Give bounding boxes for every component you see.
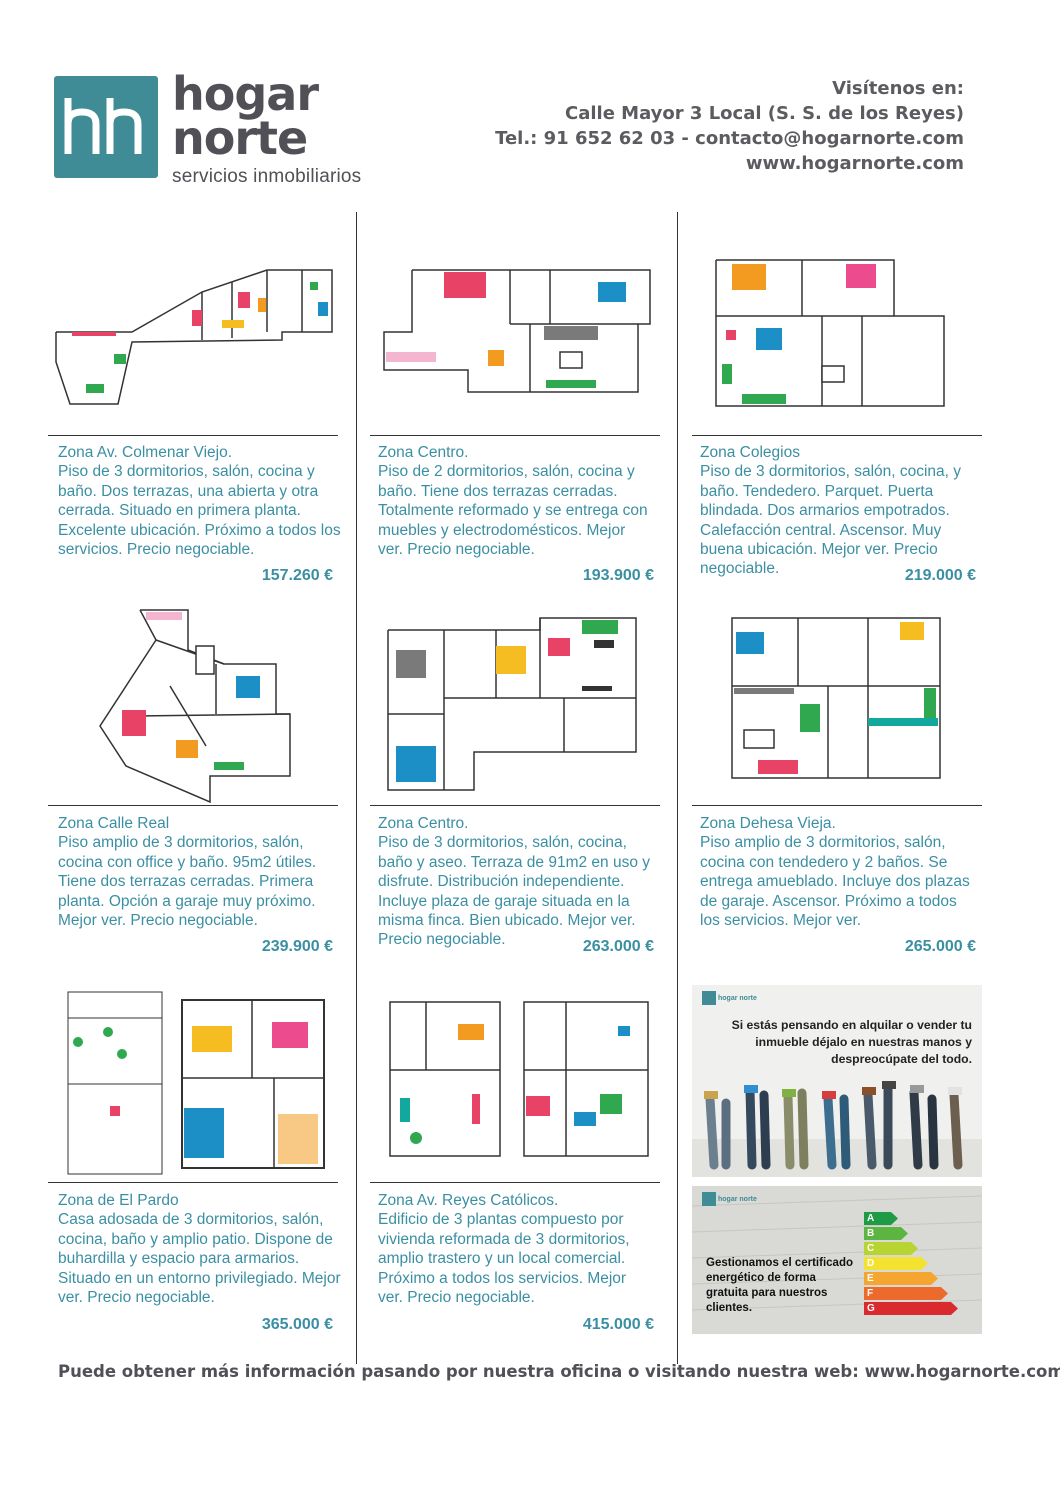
listing-zone: Zona de El Pardo: [58, 1192, 179, 1209]
column-divider-1: [356, 212, 357, 1364]
energy-grade-c: C: [864, 1242, 918, 1255]
rental-ad-banner[interactable]: hogar norte Si estás pensando en alquila…: [692, 985, 982, 1177]
listing-zone: Zona Centro.: [378, 815, 469, 832]
listing-5-description: Zona Centro. Piso de 3 dormitorios, saló…: [378, 814, 650, 950]
column-divider-2: [677, 212, 678, 1364]
row-divider: [48, 1182, 338, 1183]
energy-grade-a: A: [864, 1212, 898, 1225]
address: Calle Mayor 3 Local (S. S. de los Reyes): [565, 103, 964, 124]
listing-8-description: Zona Av. Reyes Católicos. Edificio de 3 …: [378, 1191, 650, 1307]
listing-2-description: Zona Centro. Piso de 2 dormitorios, saló…: [378, 443, 650, 559]
energy-ad-text: Gestionamos el certificado energético de…: [706, 1257, 853, 1314]
listing-7-price: 365.000 €: [261, 1316, 333, 1333]
ad-logo: hogar norte: [702, 1192, 757, 1206]
listing-text: Piso de 3 dormitorios, salón, cocina y b…: [58, 463, 341, 559]
listing-text: Piso de 3 dormitorios, salón, cocina, ba…: [378, 834, 650, 949]
listing-5-price: 263.000 €: [582, 938, 654, 955]
floorplan-image[interactable]: [386, 998, 652, 1164]
listing-zone: Zona Centro.: [378, 444, 469, 461]
listing-zone: Zona Colegios: [700, 444, 800, 461]
floorplan-image[interactable]: [384, 614, 640, 794]
listing-3-price: 219.000 €: [904, 567, 976, 584]
listing-zone: Zona Av. Reyes Católicos.: [378, 1192, 559, 1209]
energy-grade-g: G: [864, 1302, 958, 1315]
listing-text: Piso de 3 dormitorios, salón, cocina, y …: [700, 463, 962, 578]
hn-monogram-icon: [64, 98, 142, 154]
row-divider: [48, 435, 338, 436]
floorplan-image[interactable]: [380, 266, 655, 396]
listing-zone: Zona Dehesa Vieja.: [700, 815, 836, 832]
phone-email[interactable]: Tel.: 91 652 62 03 - contacto@hogarnorte…: [495, 128, 964, 149]
floorplan-image[interactable]: [96, 606, 296, 804]
listing-text: Piso de 2 dormitorios, salón, cocina y b…: [378, 463, 648, 559]
listing-4-description: Zona Calle Real Piso amplio de 3 dormito…: [58, 814, 343, 930]
listing-text: Piso amplio de 3 dormitorios, salón, coc…: [700, 834, 970, 930]
visit-label: Visítenos en:: [832, 78, 964, 99]
listing-7-description: Zona de El Pardo Casa adosada de 3 dormi…: [58, 1191, 343, 1307]
energy-grade-f: F: [864, 1287, 948, 1300]
wood-floor-background: [692, 1195, 982, 1311]
listing-6-price: 265.000 €: [904, 938, 976, 955]
website-link[interactable]: www.hogarnorte.com: [745, 153, 964, 174]
floorplan-image[interactable]: [52, 262, 337, 412]
footer-text: Puede obtener más información pasando po…: [58, 1362, 1060, 1381]
row-divider: [370, 435, 660, 436]
listing-8-price: 415.000 €: [582, 1316, 654, 1333]
listing-2-price: 193.900 €: [582, 567, 654, 584]
listing-text: Edificio de 3 plantas compuesto por vivi…: [378, 1211, 630, 1307]
floorplan-image[interactable]: [728, 614, 944, 782]
energy-grade-d: D: [864, 1257, 928, 1270]
listing-6-description: Zona Dehesa Vieja. Piso amplio de 3 dorm…: [700, 814, 970, 930]
brand-line-2: norte: [172, 111, 308, 165]
contact-block: Visítenos en: Calle Mayor 3 Local (S. S.…: [495, 76, 964, 176]
listing-zone: Zona Calle Real: [58, 815, 170, 832]
listing-4-price: 239.900 €: [261, 938, 333, 955]
listing-text: Piso amplio de 3 dormitorios, salón, coc…: [58, 834, 317, 930]
listing-1-price: 157.260 €: [261, 567, 333, 584]
listing-text: Casa adosada de 3 dormitorios, salón, co…: [58, 1211, 341, 1307]
row-divider: [370, 805, 660, 806]
rental-ad-text: Si estás pensando en alquilar o vender t…: [731, 1018, 972, 1066]
energy-grade-e: E: [864, 1272, 938, 1285]
floorplan-image[interactable]: [712, 256, 952, 416]
ad-logo: hogar norte: [702, 991, 757, 1005]
brand-logo[interactable]: [54, 76, 158, 178]
listing-zone: Zona Av. Colmenar Viejo.: [58, 444, 233, 461]
listing-1-description: Zona Av. Colmenar Viejo. Piso de 3 dormi…: [58, 443, 343, 559]
brand-tagline: servicios inmobiliarios: [172, 166, 362, 187]
brand-name: hogar norte servicios inmobiliarios: [172, 67, 362, 188]
listing-3-description: Zona Colegios Piso de 3 dormitorios, sal…: [700, 443, 970, 579]
row-divider: [692, 435, 982, 436]
floorplan-image[interactable]: [64, 988, 330, 1176]
row-divider: [48, 805, 338, 806]
row-divider: [370, 1182, 660, 1183]
row-divider: [692, 805, 982, 806]
brand-line-1: hogar: [172, 67, 319, 121]
legs-illustration: [692, 1081, 982, 1177]
energy-grade-b: B: [864, 1227, 908, 1240]
